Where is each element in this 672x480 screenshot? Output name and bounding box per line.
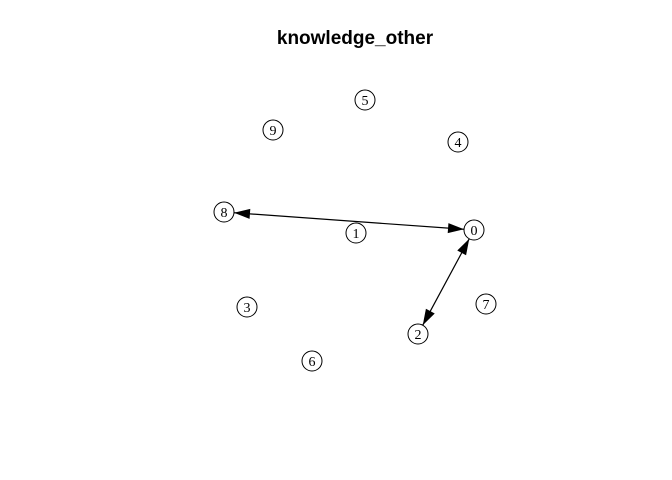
graph-title: knowledge_other xyxy=(276,28,434,49)
node-label: 3 xyxy=(244,301,251,316)
node-circle xyxy=(354,89,376,111)
node-6: 6 xyxy=(301,350,323,372)
node-circle xyxy=(475,293,497,315)
node-5: 5 xyxy=(354,89,376,111)
node-label: 2 xyxy=(415,328,422,343)
node-label: 1 xyxy=(353,227,360,242)
node-9: 9 xyxy=(262,119,284,141)
node-4: 4 xyxy=(447,131,469,153)
node-circle xyxy=(345,222,367,244)
node-2: 2 xyxy=(407,323,429,345)
edge-0-8 xyxy=(233,208,465,234)
node-circle xyxy=(236,296,258,318)
node-7: 7 xyxy=(475,293,497,315)
node-label: 8 xyxy=(221,206,228,221)
node-circle xyxy=(463,219,485,241)
node-label: 9 xyxy=(270,124,277,139)
node-label: 0 xyxy=(471,224,478,239)
node-circle xyxy=(447,131,469,153)
node-label: 7 xyxy=(483,298,490,313)
node-circle xyxy=(213,201,235,223)
edge-line xyxy=(233,212,465,230)
edge-line xyxy=(422,238,470,326)
node-8: 8 xyxy=(213,201,235,223)
arrow-head xyxy=(447,223,465,234)
node-0: 0 xyxy=(463,219,485,241)
nodes-layer: 0 1 2 3 4 5 6 7 8 9 xyxy=(213,89,497,372)
arrow-head xyxy=(233,208,251,219)
edge-0-2 xyxy=(422,238,470,326)
node-label: 6 xyxy=(309,355,316,370)
node-circle xyxy=(407,323,429,345)
node-1: 1 xyxy=(345,222,367,244)
node-3: 3 xyxy=(236,296,258,318)
arrow-head xyxy=(457,238,470,256)
node-label: 5 xyxy=(362,94,369,109)
node-circle xyxy=(262,119,284,141)
edges-layer xyxy=(233,208,470,326)
node-label: 4 xyxy=(455,136,462,151)
node-circle xyxy=(301,350,323,372)
arrow-head xyxy=(422,308,435,326)
